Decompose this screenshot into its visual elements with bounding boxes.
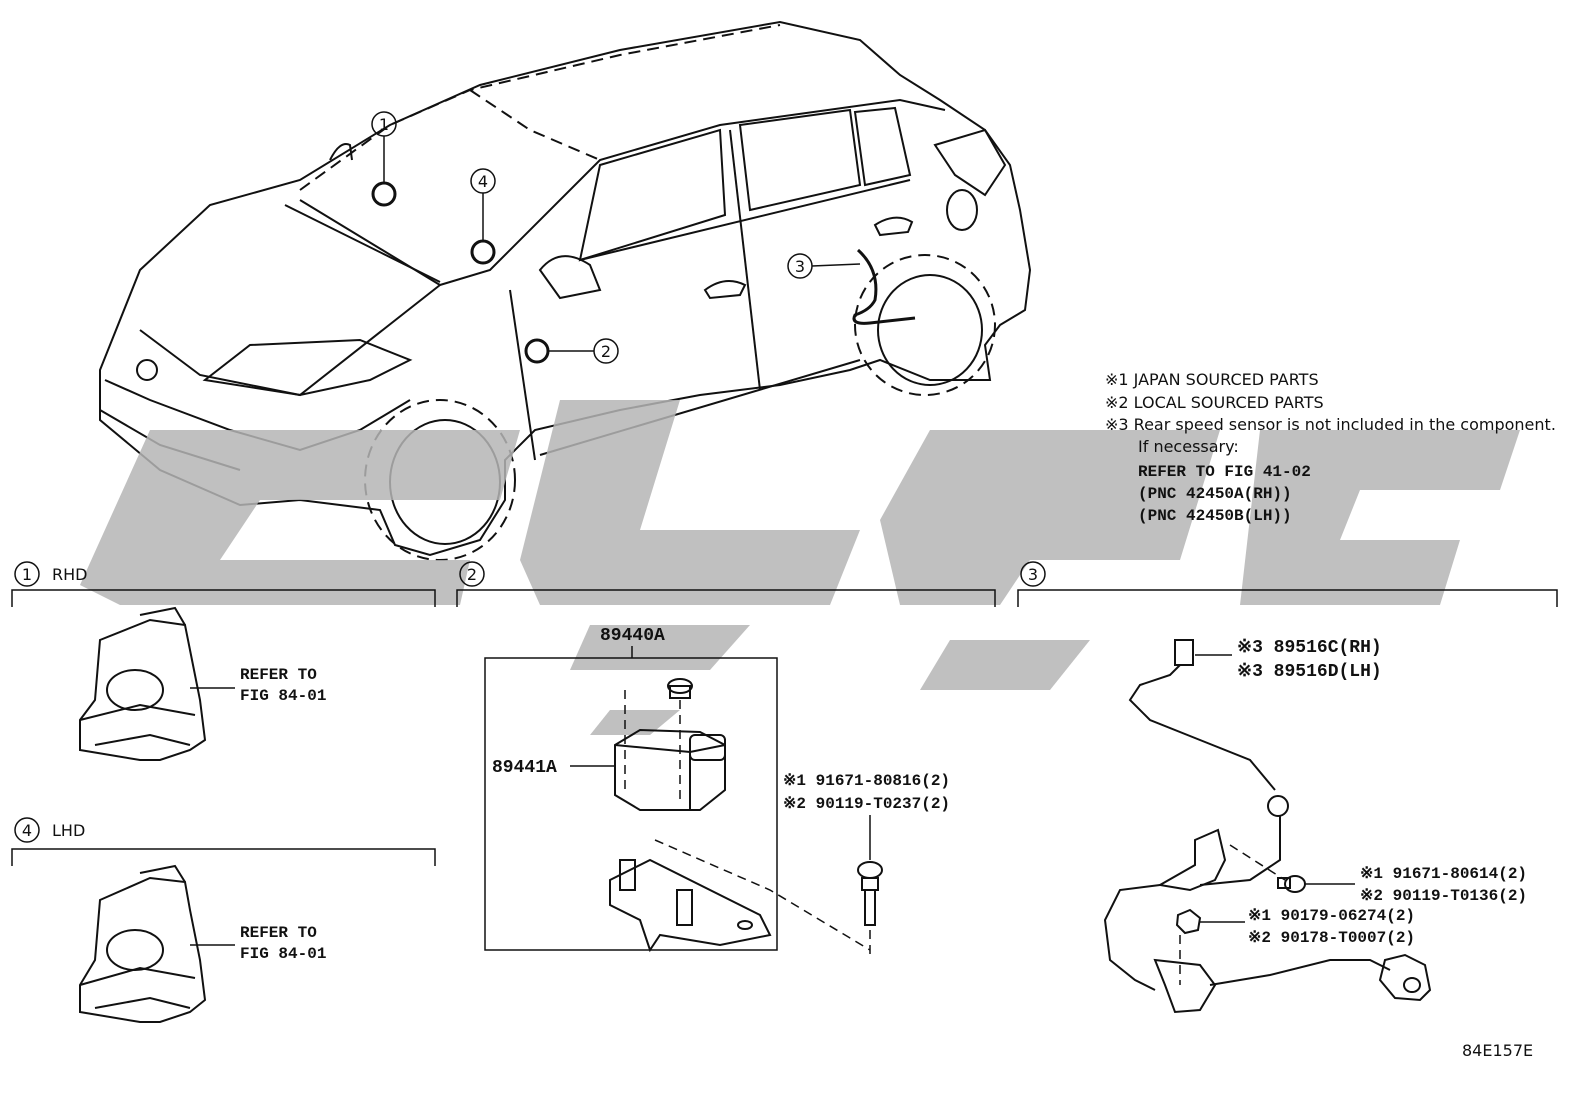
svg-text:(PNC 42450B(LH)): (PNC 42450B(LH)): [1138, 507, 1292, 525]
svg-text:※2 90178-T0007(2): ※2 90178-T0007(2): [1248, 929, 1415, 947]
car-illustration: [99, 20, 1032, 561]
svg-text:※3 Rear speed sensor is not in: ※3 Rear speed sensor is not included in …: [1105, 415, 1556, 434]
svg-text:4: 4: [478, 172, 488, 191]
svg-text:If necessary:: If necessary:: [1138, 437, 1239, 456]
callout-4: 4: [470, 168, 496, 265]
svg-text:※2 LOCAL SOURCED PARTS: ※2 LOCAL SOURCED PARTS: [1105, 393, 1324, 412]
svg-text:※1 91671-80614(2): ※1 91671-80614(2): [1360, 865, 1527, 883]
yaw-sensor-illustration-1: [79, 606, 207, 761]
svg-text:※2 90119-T0237(2): ※2 90119-T0237(2): [783, 795, 950, 813]
svg-text:REFER TO: REFER TO: [240, 666, 317, 684]
svg-text:FIG 84-01: FIG 84-01: [240, 687, 326, 705]
callout-2: 2: [524, 338, 619, 364]
svg-text:※1 JAPAN SOURCED PARTS: ※1 JAPAN SOURCED PARTS: [1105, 370, 1319, 389]
svg-text:※2 90119-T0136(2): ※2 90119-T0136(2): [1360, 887, 1527, 905]
watermark-logo: [80, 400, 1520, 735]
svg-text:2: 2: [467, 565, 477, 584]
speed-sensor-wire: [852, 248, 916, 325]
svg-text:3: 3: [1028, 565, 1038, 584]
marker-circle-1: [371, 181, 397, 207]
svg-text:1: 1: [22, 565, 32, 584]
notes-block: ※1 JAPAN SOURCED PARTS ※2 LOCAL SOURCED …: [1105, 370, 1556, 525]
svg-text:※1 90179-06274(2): ※1 90179-06274(2): [1248, 907, 1415, 925]
svg-text:※1 91671-80816(2): ※1 91671-80816(2): [783, 772, 950, 790]
svg-text:3: 3: [795, 257, 805, 276]
svg-text:(PNC 42450A(RH)): (PNC 42450A(RH)): [1138, 485, 1292, 503]
section-4-lhd: 4 LHD REFER TO FIG 84-01: [11, 817, 436, 1023]
svg-text:2: 2: [601, 342, 611, 361]
callout-3: 3: [787, 248, 916, 325]
yaw-sensor-illustration-4: [79, 864, 207, 1023]
svg-text:89440A: 89440A: [600, 626, 665, 646]
svg-text:89441A: 89441A: [492, 758, 557, 778]
section-2-yaw-rate-sensor: 2 89440A 89441A ※1 91671-80816(2) ※2 901…: [456, 561, 996, 960]
svg-text:FIG 84-01: FIG 84-01: [240, 945, 326, 963]
svg-text:4: 4: [22, 821, 32, 840]
svg-text:RHD: RHD: [52, 565, 87, 584]
svg-text:REFER TO: REFER TO: [240, 924, 317, 942]
svg-text:LHD: LHD: [52, 821, 85, 840]
section-1-rhd: 1 RHD REFER TO FIG 84-01: [11, 561, 436, 761]
svg-text:※3 89516D(LH): ※3 89516D(LH): [1237, 662, 1382, 682]
section-3-speed-sensor: 3 ※3 89516C(RH) ※3 89516D(LH) ※1 91671-8…: [1017, 561, 1558, 1014]
marker-circle-2: [524, 338, 550, 364]
callout-1: 1: [371, 111, 397, 207]
marker-circle-4: [470, 239, 496, 265]
svg-text:REFER TO FIG 41-02: REFER TO FIG 41-02: [1138, 463, 1311, 481]
figure-id: 84E157E: [1462, 1041, 1533, 1060]
svg-text:1: 1: [379, 115, 389, 134]
svg-text:※3 89516C(RH): ※3 89516C(RH): [1237, 638, 1382, 658]
